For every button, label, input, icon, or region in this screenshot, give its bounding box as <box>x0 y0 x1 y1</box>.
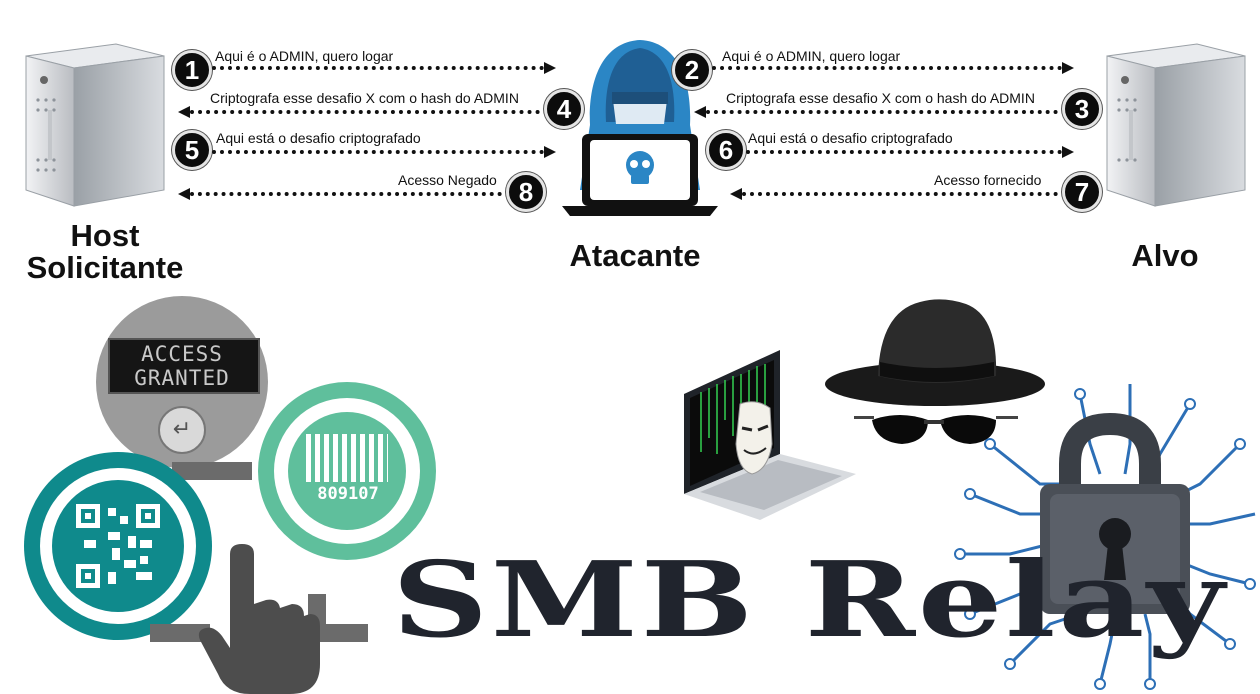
target-label: Alvo <box>1131 238 1199 273</box>
page-title: SMB Relay <box>392 538 1227 661</box>
laptop-anonymous-mask-icon <box>680 344 860 524</box>
step-7-label: Acesso fornecido <box>934 172 1042 188</box>
step-7-badge: 7 <box>1062 172 1102 212</box>
step-8-arrow-line <box>190 192 502 196</box>
qr-code-pattern <box>76 504 160 588</box>
step-7-arrow-line <box>742 192 1058 196</box>
step-3-arrowhead <box>694 106 706 118</box>
lcd-line-2: GRANTED <box>114 366 250 390</box>
step-1-badge: 1 <box>172 50 212 90</box>
requesting-host-label: Host Solicitante <box>26 218 184 285</box>
step-2-arrow-line <box>712 66 1062 70</box>
barcode-bars <box>306 434 388 482</box>
step-6-arrow-line <box>746 150 1062 154</box>
step-4-label: Criptografa esse desafio X com o hash do… <box>210 90 519 106</box>
requesting-host-server-icon <box>24 40 166 208</box>
target-server-icon <box>1105 40 1247 208</box>
step-4-badge: 4 <box>544 89 584 129</box>
step-5-badge: 5 <box>172 130 212 170</box>
step-1-label: Aqui é o ADMIN, quero logar <box>215 48 394 64</box>
black-hat-sunglasses-icon <box>820 292 1050 462</box>
step-1-arrow-line <box>212 66 544 70</box>
step-4-arrow-line <box>190 110 540 114</box>
step-2-label: Aqui é o ADMIN, quero logar <box>722 48 901 64</box>
attacker-hacker-icon <box>540 30 740 220</box>
step-5-arrow-line <box>212 150 544 154</box>
step-6-label: Aqui está o desafio criptografado <box>748 130 953 146</box>
barcode-scan-icon: 809107 <box>258 382 436 560</box>
step-8-label: Acesso Negado <box>398 172 497 188</box>
step-7-arrowhead <box>730 188 742 200</box>
lcd-line-1: ACCESS <box>114 342 250 366</box>
step-3-badge: 3 <box>1062 89 1102 129</box>
step-8-badge: 8 <box>506 172 546 212</box>
step-5-arrowhead <box>544 146 556 158</box>
step-5-label: Aqui está o desafio criptografado <box>216 130 421 146</box>
step-2-badge: 2 <box>672 50 712 90</box>
step-4-arrowhead <box>178 106 190 118</box>
attacker-label: Atacante <box>569 238 701 273</box>
step-3-arrow-line <box>706 110 1058 114</box>
step-3-label: Criptografa esse desafio X com o hash do… <box>726 90 1035 106</box>
qr-code-scan-icon <box>24 452 212 640</box>
step-8-arrowhead <box>178 188 190 200</box>
enter-key-icon: ↵ <box>158 406 206 454</box>
barcode-number: 809107 <box>317 484 379 504</box>
step-6-badge: 6 <box>706 130 746 170</box>
step-1-arrowhead <box>544 62 556 74</box>
step-2-arrowhead <box>1062 62 1074 74</box>
pointing-hand-icon <box>150 544 380 694</box>
connector-bar <box>172 462 252 480</box>
access-granted-keypad-icon: ACCESS GRANTED ↵ <box>96 296 268 468</box>
circuit-padlock-icon <box>950 384 1260 694</box>
step-6-arrowhead <box>1062 146 1074 158</box>
